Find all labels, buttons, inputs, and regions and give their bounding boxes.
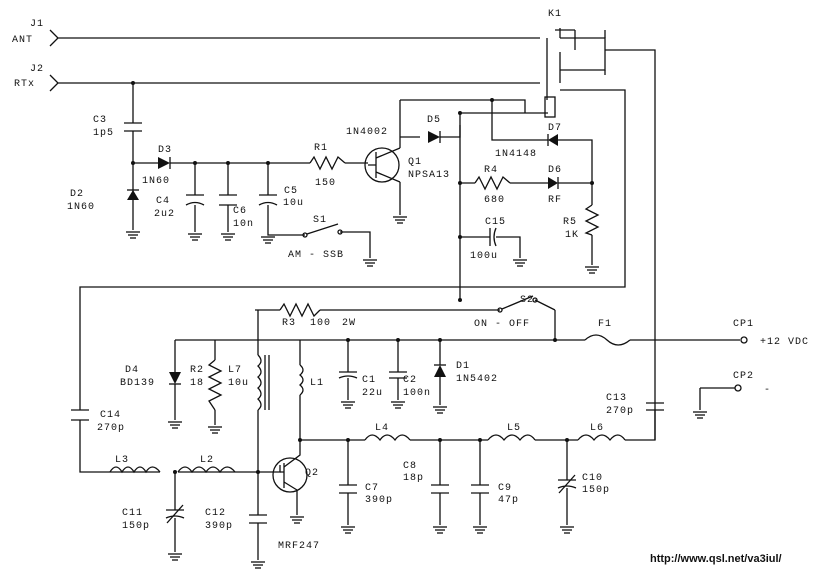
d5-value: 1N4002 xyxy=(346,127,388,138)
d2-value: 1N60 xyxy=(67,202,95,213)
l2-label: L2 xyxy=(200,455,214,466)
c10-ref: C10 xyxy=(582,473,603,484)
s1-label: AM - SSB xyxy=(288,250,344,261)
c5-ref: C5 xyxy=(284,186,298,197)
l7-value: 10u xyxy=(228,378,249,389)
wiring xyxy=(49,28,740,560)
components xyxy=(71,81,748,524)
d7-ref: D7 xyxy=(548,123,562,134)
rtx-label: RTx xyxy=(14,79,35,90)
r2-ref: R2 xyxy=(190,365,204,376)
r5-value: 1K xyxy=(565,230,579,241)
c6-ref: C6 xyxy=(233,206,247,217)
c7-ref: C7 xyxy=(365,483,379,494)
source-url: http://www.qsl.net/va3iul/ xyxy=(650,553,782,565)
cp2-label: CP2 xyxy=(733,371,754,382)
j1-label: J1 xyxy=(30,19,44,30)
r4-value: 680 xyxy=(484,195,505,206)
labels: J1 ANT J2 RTx K1 C3 1p5 D3 1N60 D2 1N60 … xyxy=(12,9,809,565)
c1-value: 22u xyxy=(362,388,383,399)
r1-ref: R1 xyxy=(314,143,328,154)
q2-ref: Q2 xyxy=(305,468,319,479)
c3-value: 1p5 xyxy=(93,128,114,139)
d2-ref: D2 xyxy=(70,189,84,200)
d1-value: 1N5402 xyxy=(456,374,498,385)
c13-ref: C13 xyxy=(606,393,627,404)
l3-label: L3 xyxy=(115,455,129,466)
c9-value: 47p xyxy=(498,495,519,506)
c12-value: 390p xyxy=(205,521,233,532)
d7-value: 1N4148 xyxy=(495,149,537,160)
l7-ref: L7 xyxy=(228,365,242,376)
c2-value: 100n xyxy=(403,388,431,399)
d5-ref: D5 xyxy=(427,115,441,126)
k1-label: K1 xyxy=(548,9,562,20)
c5-value: 10u xyxy=(283,198,304,209)
l5-label: L5 xyxy=(507,423,521,434)
r1-value: 150 xyxy=(315,178,336,189)
c8-value: 18p xyxy=(403,473,424,484)
s2-ref: S2 xyxy=(520,295,534,306)
q1-ref: Q1 xyxy=(408,157,422,168)
c15-value: 100u xyxy=(470,251,498,262)
c11-value: 150p xyxy=(122,521,150,532)
supply-label: +12 VDC xyxy=(760,337,809,348)
cp2-ground-mark: - xyxy=(764,385,771,396)
c11-ref: C11 xyxy=(122,508,143,519)
l1-label: L1 xyxy=(310,378,324,389)
d6-value: RF xyxy=(548,195,562,206)
c14-value: 270p xyxy=(97,423,125,434)
ant-label: ANT xyxy=(12,35,33,46)
c9-ref: C9 xyxy=(498,483,512,494)
f1-label: F1 xyxy=(598,319,612,330)
c13-value: 270p xyxy=(606,406,634,417)
q1-value: NPSA13 xyxy=(408,170,450,181)
c4-ref: C4 xyxy=(156,196,170,207)
d1-ref: D1 xyxy=(456,361,470,372)
d3-value: 1N60 xyxy=(142,176,170,187)
l6-label: L6 xyxy=(590,423,604,434)
c12-ref: C12 xyxy=(205,508,226,519)
c10-value: 150p xyxy=(582,485,610,496)
c14-ref: C14 xyxy=(100,410,121,421)
l4-label: L4 xyxy=(375,423,389,434)
r3-value: 100 xyxy=(310,318,331,329)
c2-ref: C2 xyxy=(403,375,417,386)
r4-ref: R4 xyxy=(484,165,498,176)
c4-value: 2u2 xyxy=(154,209,175,220)
cp1-label: CP1 xyxy=(733,319,754,330)
s1-ref: S1 xyxy=(313,215,327,226)
c6-value: 10n xyxy=(233,219,254,230)
c1-ref: C1 xyxy=(362,375,376,386)
r5-ref: R5 xyxy=(563,217,577,228)
r3-ref: R3 xyxy=(282,318,296,329)
r3-power: 2W xyxy=(342,318,356,329)
c7-value: 390p xyxy=(365,495,393,506)
c8-ref: C8 xyxy=(403,461,417,472)
r2-value: 18 xyxy=(190,378,204,389)
s2-label: ON - OFF xyxy=(474,319,530,330)
q2-value: MRF247 xyxy=(278,541,320,552)
j2-label: J2 xyxy=(30,64,44,75)
d4-ref: D4 xyxy=(125,365,139,376)
d6-ref: D6 xyxy=(548,165,562,176)
d4-value: BD139 xyxy=(120,378,155,389)
d3-ref: D3 xyxy=(158,145,172,156)
c15-ref: C15 xyxy=(485,217,506,228)
c3-ref: C3 xyxy=(93,115,107,126)
